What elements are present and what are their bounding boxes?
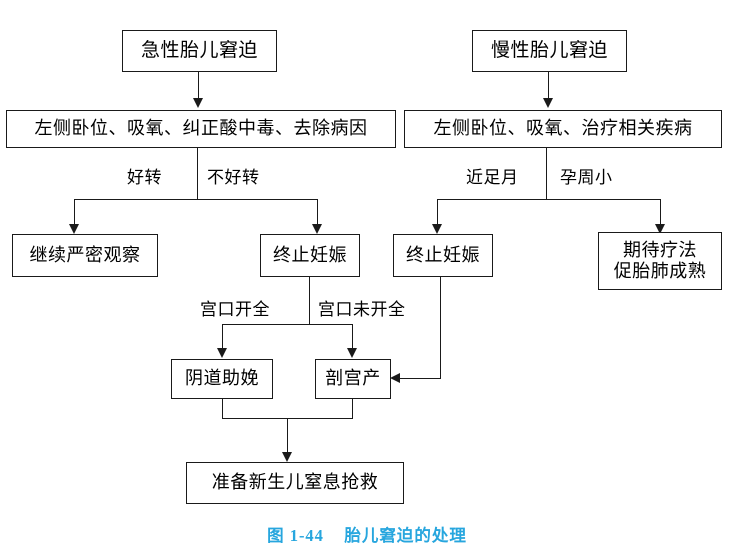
- node-expectant-therapy: 期待疗法 促胎肺成熟: [598, 232, 722, 290]
- connector-chronic-branch-bar: [437, 199, 661, 201]
- edge-label-not-improved: 不好转: [207, 168, 260, 187]
- connector-chronic-branch-right-drop: [660, 199, 662, 226]
- node-vaginal-assisted-delivery: 阴道助娩: [171, 359, 273, 399]
- connector-terminate-chronic-drop: [440, 277, 442, 379]
- connector-cesarean-drop: [352, 399, 354, 419]
- connector-acute-branch-right-drop: [317, 199, 319, 226]
- arrowhead-chronic-treatment: [543, 98, 554, 108]
- edge-label-small-gestational-age: 孕周小: [560, 168, 613, 187]
- node-chronic-fetal-distress: 慢性胎儿窘迫: [472, 30, 627, 72]
- connector-terminate-acute-stem: [309, 277, 311, 325]
- node-label: 继续严密观察: [29, 244, 141, 265]
- node-terminate-pregnancy-chronic: 终止妊娠: [393, 234, 493, 277]
- node-label: 剖宫产: [325, 368, 381, 389]
- node-label: 期待疗法 促胎肺成熟: [613, 239, 707, 281]
- node-label: 慢性胎儿窘迫: [490, 39, 608, 61]
- connector-chronic-branch-left-drop: [437, 199, 439, 226]
- connector-acute-branch-bar: [74, 199, 318, 201]
- arrowhead-terminate-right: [432, 224, 443, 234]
- connector-merge-stem: [287, 418, 289, 454]
- edge-label-improved: 好转: [127, 168, 162, 187]
- node-label: 阴道助娩: [185, 368, 259, 389]
- node-prepare-neonatal-resuscitation: 准备新生儿窒息抢救: [186, 462, 404, 504]
- node-terminate-pregnancy-acute: 终止妊娠: [260, 234, 360, 277]
- arrowhead-neonatal-resuscitation: [282, 452, 293, 462]
- edge-label-cervix-not-fully-dilated: 宫口未开全: [318, 300, 406, 319]
- connector-cervix-right-drop: [352, 324, 354, 350]
- arrowhead-continue-observe: [69, 224, 80, 234]
- connector-acute-branch-left-drop: [74, 199, 76, 226]
- arrowhead-expectant-therapy: [655, 224, 666, 234]
- arrowhead-terminate-left: [312, 224, 323, 234]
- node-acute-fetal-distress: 急性胎儿窘迫: [122, 30, 277, 72]
- arrowhead-cesarean-from-right: [390, 373, 400, 383]
- node-label: 终止妊娠: [406, 244, 480, 265]
- connector-vaginal-drop: [222, 399, 224, 419]
- figure-caption: 图 1-44 胎儿窘迫的处理: [267, 526, 467, 545]
- connector-terminate-chronic-to-cesarean: [400, 378, 440, 380]
- node-cesarean-section: 剖宫产: [315, 359, 391, 399]
- node-acute-treatment: 左侧卧位、吸氧、纠正酸中毒、去除病因: [6, 110, 396, 148]
- node-label: 准备新生儿窒息抢救: [211, 472, 379, 493]
- node-label: 左侧卧位、吸氧、纠正酸中毒、去除病因: [34, 118, 368, 139]
- connector-chronic-branch-stem: [546, 148, 548, 200]
- connector-cervix-left-drop: [222, 324, 224, 350]
- arrowhead-cesarean: [347, 348, 358, 358]
- arrowhead-vaginal-delivery: [217, 348, 228, 358]
- node-label: 左侧卧位、吸氧、治疗相关疾病: [433, 118, 693, 139]
- node-chronic-treatment: 左侧卧位、吸氧、治疗相关疾病: [404, 110, 722, 148]
- arrowhead-acute-treatment: [193, 98, 204, 108]
- node-continue-close-observation: 继续严密观察: [12, 234, 158, 277]
- connector-cervix-branch-bar: [222, 324, 353, 326]
- edge-label-cervix-fully-dilated: 宫口开全: [200, 300, 270, 319]
- connector-acute-title-to-treatment: [198, 72, 200, 100]
- connector-acute-branch-stem: [197, 148, 199, 200]
- node-label: 终止妊娠: [273, 244, 347, 265]
- edge-label-near-term: 近足月: [466, 168, 519, 187]
- connector-chronic-title-to-treatment: [548, 72, 550, 100]
- node-label: 急性胎儿窘迫: [140, 39, 258, 61]
